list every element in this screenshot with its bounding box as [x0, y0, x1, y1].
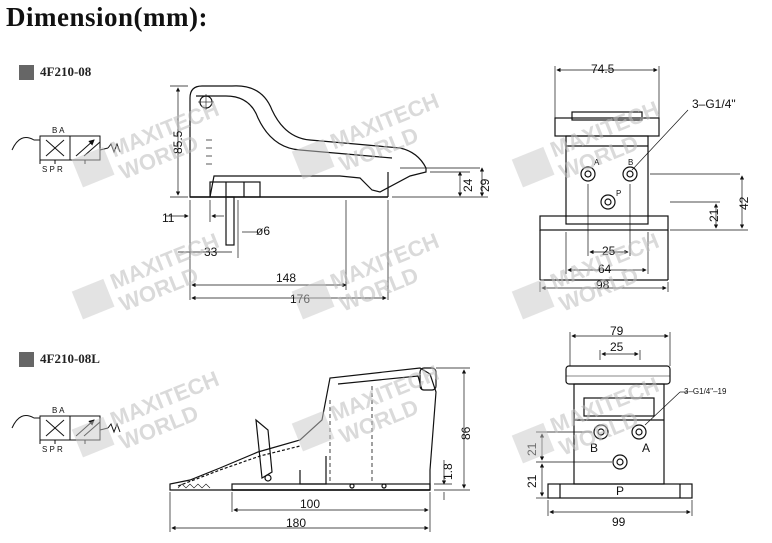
port-note: 3–G1/4"	[692, 97, 736, 111]
port-label-a: A	[642, 441, 650, 455]
symbol-bottom-ports: S P R	[42, 445, 63, 454]
front-view-4f210-08l	[547, 365, 693, 499]
symbol-top-ports: B A	[52, 406, 65, 415]
dim-74-5: 74.5	[591, 62, 615, 76]
model-tag-4f210-08: 4F210-08	[19, 64, 91, 80]
port-label-a: A	[594, 158, 600, 167]
side-view-4f210-08l	[169, 367, 437, 491]
symbol-top-ports: B A	[52, 126, 65, 135]
dim-64: 64	[598, 262, 612, 276]
dim-25: 25	[602, 244, 616, 258]
dim-dia-6: ø6	[256, 224, 270, 238]
front-view-1-dimensions	[539, 66, 748, 292]
dim-29: 29	[478, 178, 492, 192]
front-view-4f210-08	[539, 111, 669, 281]
page-title: Dimension(mm):	[6, 2, 208, 32]
model-tag-4f210-08l: 4F210-08L	[19, 351, 100, 367]
port-label-p: P	[616, 484, 624, 498]
dim-21-bottom: 21	[525, 474, 539, 488]
model-marker-square	[19, 64, 34, 80]
side-view-3-dimensions	[169, 367, 470, 532]
dim-33: 33	[204, 245, 218, 259]
port-label-p: P	[616, 189, 621, 198]
dim-25: 25	[610, 340, 624, 354]
dim-11: 11	[162, 211, 175, 225]
watermarks: MAXITECH WORLD MAXITECH WORLD MAXITECH W…	[71, 88, 662, 464]
symbol-bottom-ports: S P R	[42, 165, 63, 174]
dim-79: 79	[610, 324, 624, 338]
watermark-logo: MAXITECH WORLD	[71, 228, 222, 320]
dim-100: 100	[300, 497, 320, 511]
port-label-b: B	[628, 158, 633, 167]
model-label: 4F210-08L	[40, 351, 100, 366]
watermark-logo: MAXITECH WORLD	[511, 372, 662, 464]
dim-height-85-5: 85.5	[171, 130, 185, 154]
dim-148: 148	[276, 271, 296, 285]
dim-24: 24	[461, 178, 475, 192]
dim-99: 99	[612, 515, 626, 529]
dim-1-8: 1.8	[441, 463, 455, 480]
model-label: 4F210-08	[40, 64, 92, 79]
dim-180: 180	[286, 516, 306, 530]
watermark-logo: MAXITECH WORLD	[291, 228, 442, 320]
watermark-logo: MAXITECH WORLD	[291, 360, 442, 452]
side-view-4f210-08	[189, 85, 427, 246]
watermark-logo: MAXITECH WORLD	[71, 366, 222, 458]
dim-98: 98	[596, 278, 610, 292]
port-note: 3–G1/4"–19	[684, 387, 727, 396]
dim-86: 86	[459, 426, 473, 440]
dim-42: 42	[737, 196, 751, 210]
model-marker-square	[19, 351, 34, 367]
dim-21: 21	[707, 208, 721, 222]
side-view-1-dimensions	[166, 85, 488, 301]
port-label-b: B	[590, 441, 598, 455]
